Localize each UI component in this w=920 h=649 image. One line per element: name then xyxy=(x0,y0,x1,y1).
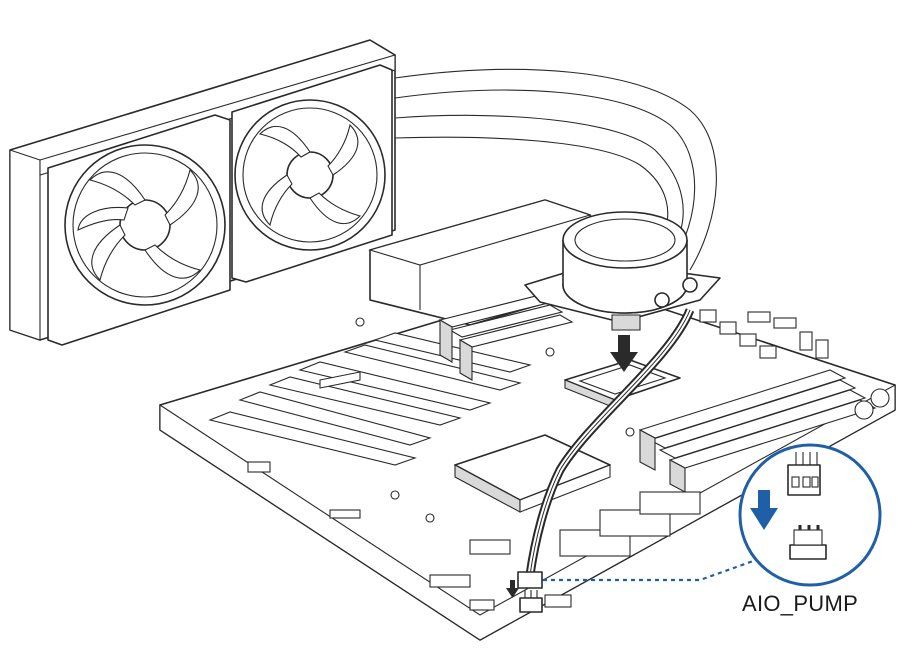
pump-head-icon xyxy=(524,211,721,331)
radiator xyxy=(9,39,396,346)
ram-slots xyxy=(438,294,877,493)
callout-magnifier xyxy=(738,443,882,587)
fan-icon xyxy=(231,64,393,283)
arrow-down-icon xyxy=(506,580,519,598)
pump-cable xyxy=(517,308,695,589)
fan-icon xyxy=(47,114,231,346)
header-connector-icon xyxy=(789,525,827,560)
aio-pump-label: AIO_PUMP xyxy=(742,591,859,616)
board-components xyxy=(247,309,890,611)
aio-pump-header xyxy=(519,590,543,613)
pcie-slots xyxy=(208,332,532,466)
header-connector-icon xyxy=(787,452,821,496)
coolant-tubes xyxy=(394,68,717,271)
arrow-down-icon xyxy=(610,335,638,372)
